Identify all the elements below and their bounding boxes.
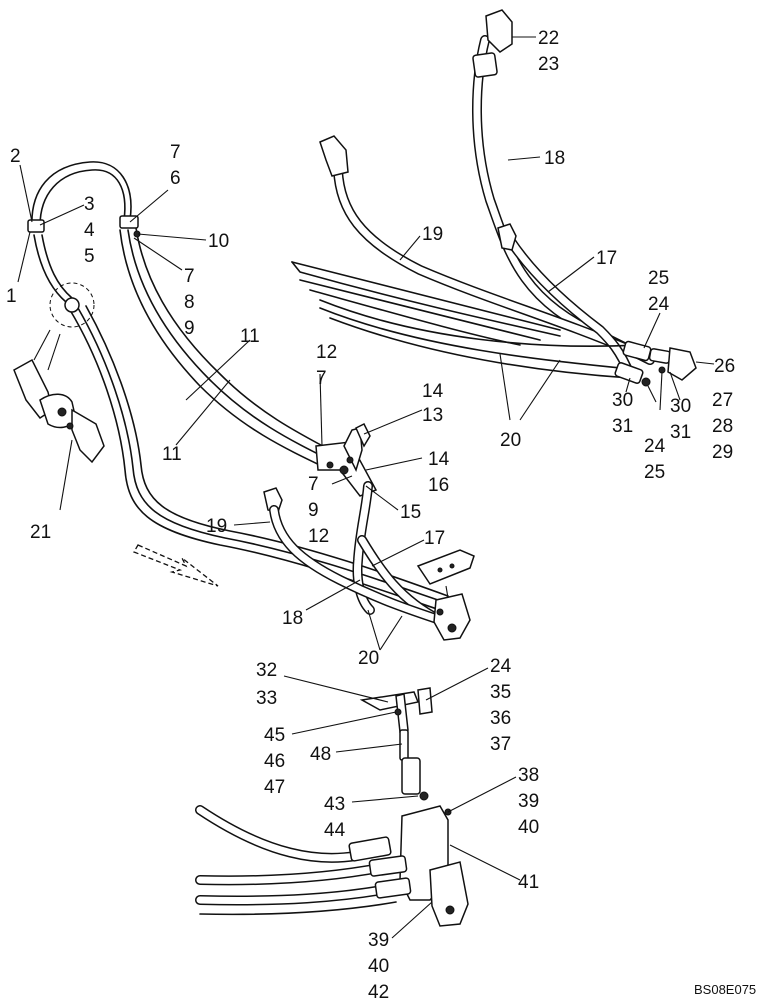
callout-14a: 14 bbox=[422, 381, 444, 402]
callout-7d: 7 bbox=[308, 474, 319, 495]
callout-27: 27 bbox=[712, 390, 733, 411]
fitting-19-top bbox=[319, 135, 349, 177]
knob-24 bbox=[417, 687, 433, 715]
callout-39b: 39 bbox=[368, 930, 389, 951]
callout-24c: 24 bbox=[490, 656, 512, 677]
shield-bar bbox=[291, 261, 561, 346]
callout-42: 42 bbox=[368, 982, 389, 1000]
callout-15: 15 bbox=[400, 502, 421, 523]
callout-36: 36 bbox=[490, 708, 511, 729]
clamp-2 bbox=[27, 219, 45, 233]
detail-part-21 bbox=[13, 329, 105, 464]
callout-5: 5 bbox=[84, 246, 95, 267]
callout-7b: 7 bbox=[184, 266, 195, 287]
callout-45: 45 bbox=[264, 725, 285, 746]
right-hose-group bbox=[319, 9, 697, 387]
callout-29: 29 bbox=[712, 442, 733, 463]
callout-35: 35 bbox=[490, 682, 511, 703]
callout-11a: 11 bbox=[240, 326, 260, 347]
callout-18b: 18 bbox=[282, 608, 303, 629]
callout-20b: 20 bbox=[358, 648, 379, 669]
callout-21: 21 bbox=[30, 522, 51, 543]
callout-26: 26 bbox=[714, 356, 735, 377]
callout-labels: 2 3 4 5 1 7 6 10 7 8 9 11 11 21 22 23 18… bbox=[6, 28, 735, 1000]
lever-32 bbox=[359, 691, 420, 711]
callout-13: 13 bbox=[422, 405, 443, 426]
callout-23: 23 bbox=[538, 54, 559, 75]
callout-37: 37 bbox=[490, 734, 511, 755]
callout-44: 44 bbox=[324, 820, 346, 841]
callout-30a: 30 bbox=[612, 390, 633, 411]
callout-2: 2 bbox=[10, 146, 21, 167]
callout-41: 41 bbox=[518, 872, 539, 893]
callout-9a: 9 bbox=[184, 318, 195, 339]
callout-46: 46 bbox=[264, 751, 285, 772]
leader-lines bbox=[17, 36, 715, 939]
callout-9b: 9 bbox=[308, 500, 319, 521]
callout-39a: 39 bbox=[518, 791, 539, 812]
callout-17a: 17 bbox=[596, 248, 617, 269]
callout-11b: 11 bbox=[162, 444, 182, 465]
callout-24b: 24 bbox=[644, 436, 666, 457]
lower-valve-assembly bbox=[195, 687, 469, 927]
rod-48 bbox=[401, 757, 421, 795]
callout-17b: 17 bbox=[424, 528, 445, 549]
callout-31a: 31 bbox=[612, 416, 633, 437]
callout-33: 33 bbox=[256, 688, 277, 709]
callout-25a: 25 bbox=[648, 268, 669, 289]
callout-31b: 31 bbox=[670, 422, 691, 443]
callout-32: 32 bbox=[256, 660, 277, 681]
fitting-left-circled bbox=[64, 297, 80, 313]
callout-7a: 7 bbox=[170, 142, 181, 163]
callout-1: 1 bbox=[6, 286, 17, 307]
callout-18a: 18 bbox=[544, 148, 565, 169]
hose-19-middle bbox=[263, 487, 445, 625]
valve-plate bbox=[416, 549, 475, 585]
detail-circle bbox=[49, 282, 95, 328]
callout-12a: 12 bbox=[316, 342, 337, 363]
fitting-22 bbox=[485, 9, 513, 53]
callout-8: 8 bbox=[184, 292, 195, 313]
callout-40b: 40 bbox=[368, 956, 389, 977]
direction-arrow-icon bbox=[133, 544, 219, 587]
callout-20a: 20 bbox=[500, 430, 521, 451]
fitting-26-27 bbox=[667, 347, 697, 381]
callout-47: 47 bbox=[264, 777, 285, 798]
callout-10: 10 bbox=[208, 231, 229, 252]
callout-7c: 7 bbox=[316, 368, 327, 389]
middle-bracket bbox=[315, 422, 445, 625]
callout-43: 43 bbox=[324, 794, 345, 815]
callout-12b: 12 bbox=[308, 526, 329, 547]
callout-6: 6 bbox=[170, 168, 181, 189]
callout-16: 16 bbox=[428, 475, 449, 496]
callout-14b: 14 bbox=[428, 449, 450, 470]
control-valve-middle bbox=[416, 549, 475, 641]
diagram-code: BS08E075 bbox=[694, 982, 756, 997]
callout-40a: 40 bbox=[518, 817, 539, 838]
callout-19a: 19 bbox=[422, 224, 443, 245]
callout-48: 48 bbox=[310, 744, 331, 765]
callout-38: 38 bbox=[518, 765, 539, 786]
callout-4: 4 bbox=[84, 220, 95, 241]
callout-25b: 25 bbox=[644, 462, 665, 483]
callout-3: 3 bbox=[84, 194, 95, 215]
callout-30b: 30 bbox=[670, 396, 691, 417]
callout-22: 22 bbox=[538, 28, 559, 49]
callout-28: 28 bbox=[712, 416, 733, 437]
callout-19b: 19 bbox=[206, 516, 227, 537]
callout-24a: 24 bbox=[648, 294, 670, 315]
